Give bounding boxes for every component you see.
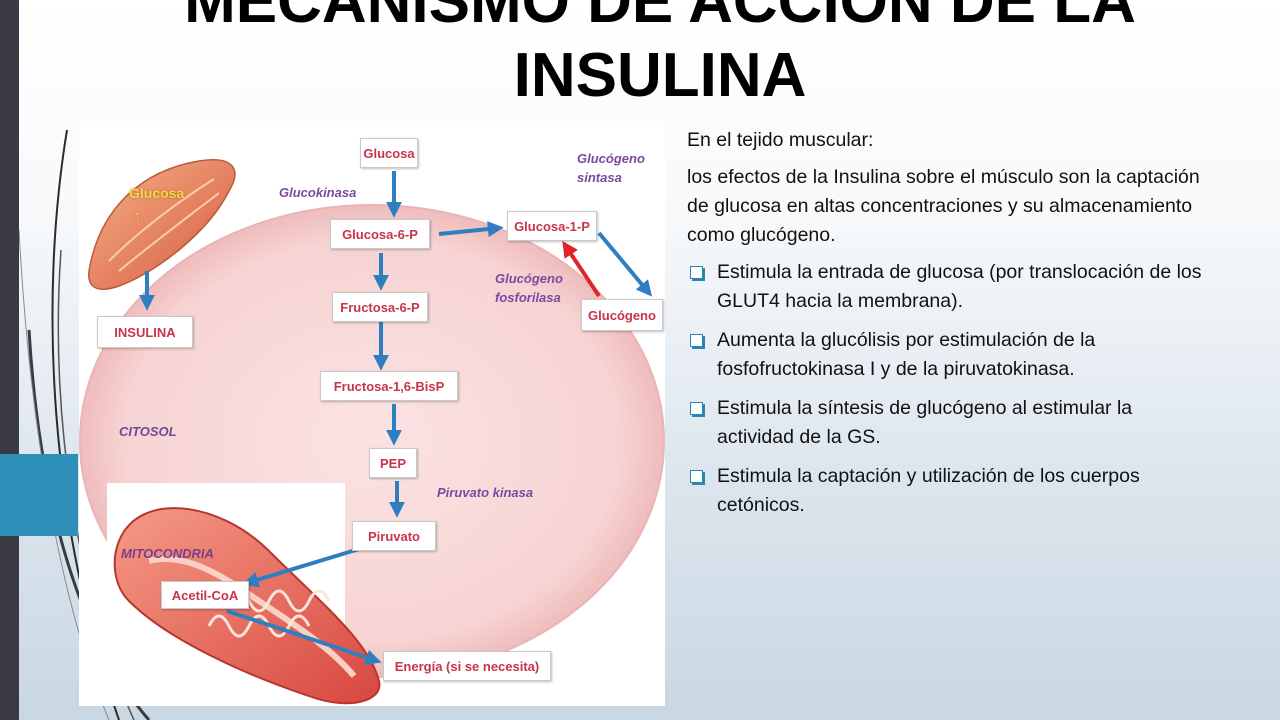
diagram-graphics <box>79 159 665 705</box>
arrow-g6p-to-g1p <box>438 221 504 238</box>
left-accent-block <box>0 454 78 536</box>
box-fructosa-1-6-bisp: Fructosa-1,6-BisP <box>320 371 458 401</box>
left-dark-bar <box>0 0 19 720</box>
box-glucosa-6-p: Glucosa-6-P <box>330 219 430 249</box>
box-piruvato: Piruvato <box>352 521 436 551</box>
box-glucosa: Glucosa <box>360 138 418 168</box>
bullet-text: Estimula la síntesis de glucógeno al est… <box>717 397 1133 448</box>
bullet-text: Estimula la entrada de glucosa (por tran… <box>717 261 1202 312</box>
slide-title-line2: INSULINA <box>513 41 807 110</box>
arrow-piruvato-to-acetilcoa <box>242 547 360 588</box>
checkbox-bullet-icon <box>690 470 703 483</box>
label-citosol: CITOSOL <box>119 424 177 439</box>
enzyme-glucogeno-sintasa-line2: sintasa <box>577 170 622 185</box>
box-energia: Energía (si se necesita) <box>383 651 551 681</box>
box-insulina: INSULINA <box>97 316 193 348</box>
slide-title-line1: MECANISMO DE ACCIÓN DE LA <box>184 0 1136 36</box>
box-fructosa-6-p: Fructosa-6-P <box>332 292 428 322</box>
checkbox-bullet-icon <box>690 266 703 279</box>
content-column: En el tejido muscular: los efectos de la… <box>687 126 1212 530</box>
muscle-fiber-shape <box>88 159 236 290</box>
enzyme-glucogeno-sintasa-line1: Glucógeno <box>577 151 645 166</box>
bullet-list: Estimula la entrada de glucosa (por tran… <box>687 258 1212 520</box>
arrow-glucogeno-to-g1p <box>562 241 601 298</box>
enzyme-piruvato-kinasa: Piruvato kinasa <box>437 485 534 500</box>
bullet-item: Estimula la captación y utilización de l… <box>687 462 1212 520</box>
insulin-mechanism-diagram: Glucosa Glucosa-6-P Glucosa-1-P Fructosa… <box>79 121 665 706</box>
label-mitocondria: MITOCONDRIA <box>121 546 214 561</box>
bullet-item: Estimula la síntesis de glucógeno al est… <box>687 394 1212 452</box>
checkbox-bullet-icon <box>690 334 703 347</box>
bullet-text: Aumenta la glucólisis por estimulación d… <box>717 329 1096 380</box>
content-heading: En el tejido muscular: <box>687 129 874 151</box>
bullet-item: Aumenta la glucólisis por estimulación d… <box>687 326 1212 384</box>
enzyme-glucokinasa: Glucokinasa <box>279 185 357 200</box>
arrow-acetilcoa-to-energia <box>226 609 382 666</box>
box-pep: PEP <box>369 448 417 478</box>
enzyme-glucogeno-fosforilasa-line2: fosforilasa <box>495 290 561 305</box>
enzyme-glucogeno-fosforilasa-line1: Glucógeno <box>495 271 563 286</box>
arrow-g1p-to-glucogeno <box>597 231 653 297</box>
box-acetil-coa: Acetil-CoA <box>161 581 249 609</box>
bullet-text: Estimula la captación y utilización de l… <box>717 465 1140 516</box>
muscle-glucosa-up-arrow: ↑ <box>134 207 141 223</box>
box-glucosa-1-p: Glucosa-1-P <box>507 211 597 241</box>
bullet-item: Estimula la entrada de glucosa (por tran… <box>687 258 1212 316</box>
muscle-glucosa-label: Glucosa <box>129 185 185 201</box>
checkbox-bullet-icon <box>690 402 703 415</box>
content-intro: los efectos de la Insulina sobre el músc… <box>687 166 1200 246</box>
box-glucogeno: Glucógeno <box>581 299 663 331</box>
